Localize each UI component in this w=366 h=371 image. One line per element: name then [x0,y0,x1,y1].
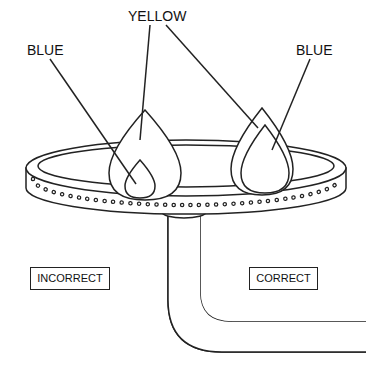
leader-line [140,25,150,140]
flame-outer [109,110,181,200]
color-label: YELLOW [128,9,186,23]
gas-pipe [200,214,366,322]
status-box: CORRECT [249,267,318,290]
flame-inner [125,160,155,198]
leader-line [166,25,258,128]
gas-pipe [168,214,366,352]
leader-line [272,59,310,150]
burner-ring [26,140,346,196]
pipe-fill [168,214,366,352]
status-box: INCORRECT [30,267,110,290]
leader-line [50,59,136,184]
color-label: BLUE [296,43,333,57]
gas-pipe [168,214,366,352]
status-text: INCORRECT [37,273,102,284]
status-text: CORRECT [256,273,310,284]
flame-inner [241,125,289,193]
color-label: BLUE [27,43,64,57]
